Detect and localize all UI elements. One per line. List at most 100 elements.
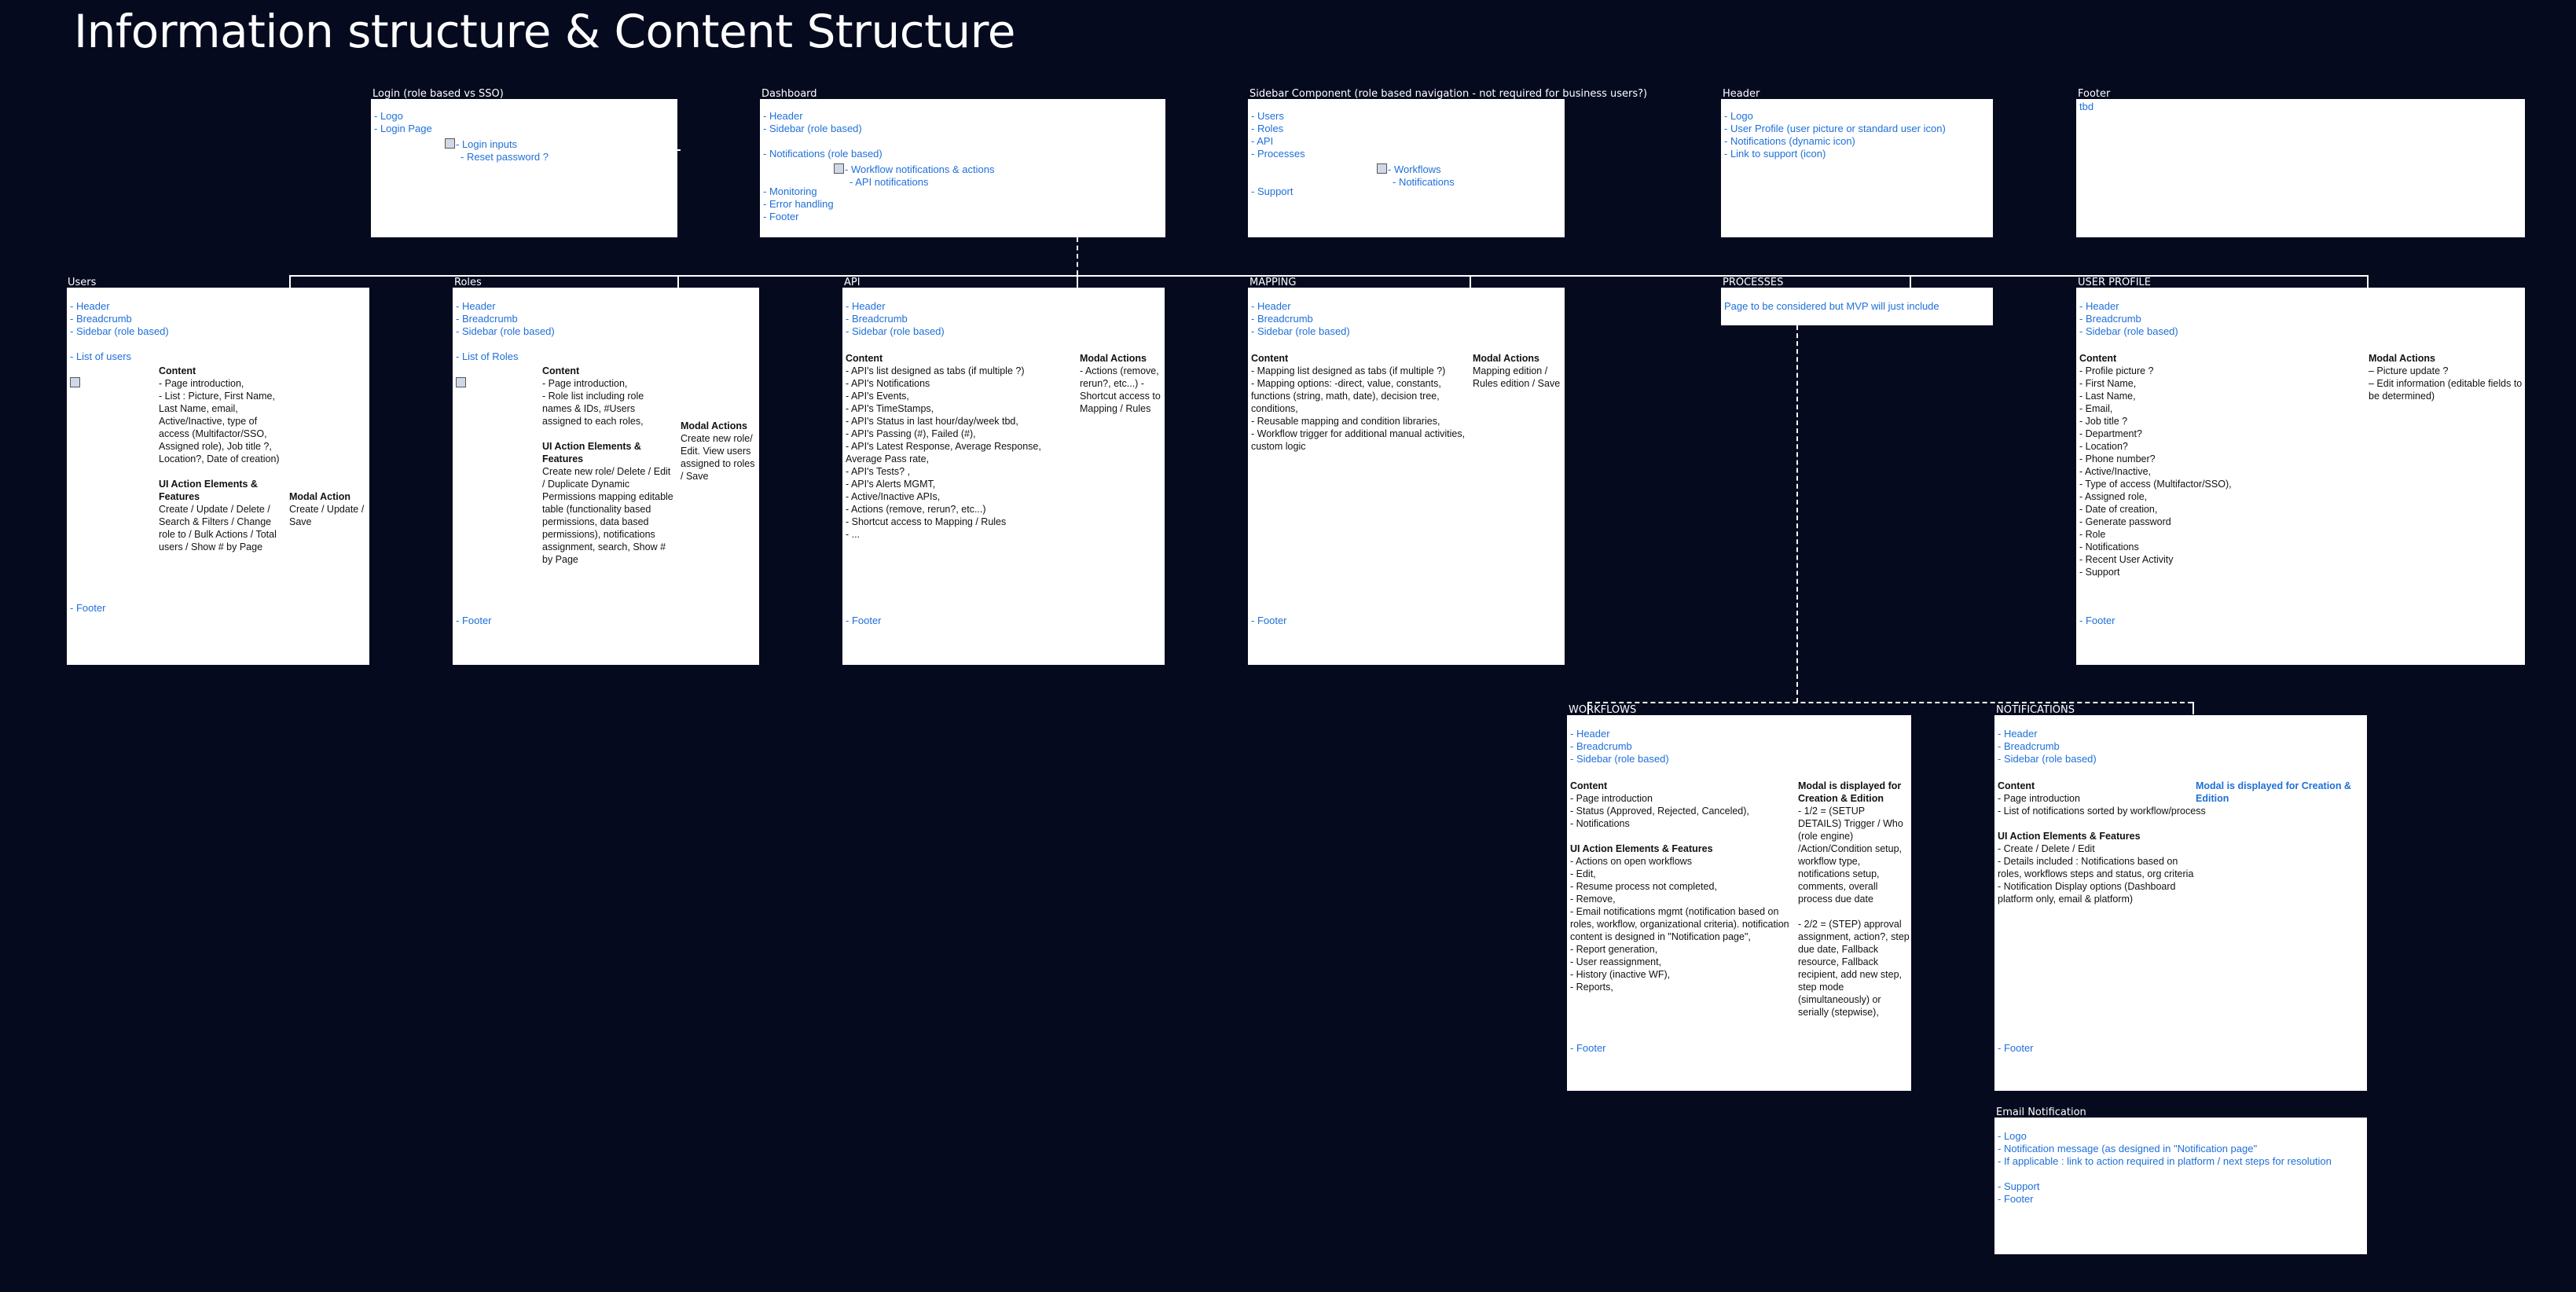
profile-modal-title: Modal Actions — [2369, 353, 2435, 364]
expand-icon — [456, 377, 466, 387]
header-label: Header — [1723, 88, 1760, 100]
mapping-modal-text: Mapping edition / Rules edition / Save — [1473, 365, 1561, 389]
api-modal-text: - Actions (remove, rerun?, etc...) - Sho… — [1080, 365, 1161, 414]
dashboard-line: - Monitoring — [763, 185, 817, 197]
users-list: - List of users — [70, 351, 132, 362]
connector-processes-down — [1796, 325, 1798, 703]
login-sub-line: - Reset password ? — [461, 151, 549, 163]
mapping-content-title: Content — [1251, 353, 1289, 364]
roles-header: - Header — [456, 300, 496, 312]
connector-login-tick — [676, 149, 681, 151]
workflows-ui-line: - Email notifications mgmt (notification… — [1570, 906, 1789, 942]
profile-content-line: - Last Name, — [2079, 391, 2136, 402]
mapping-box: - Header - Breadcrumb - Sidebar (role ba… — [1248, 288, 1565, 665]
api-content-line: - Shortcut access to Mapping / Rules — [846, 516, 1007, 527]
email-label: Email Notification — [1996, 1107, 2086, 1118]
notifications-ui-line: - Create / Delete / Edit — [1998, 843, 2095, 854]
header-line: - Link to support (icon) — [1724, 148, 1826, 160]
login-sub-line: - Login inputs — [456, 138, 518, 150]
roles-content-line: - Page introduction, — [542, 378, 628, 389]
workflows-content-title: Content — [1570, 780, 1608, 791]
profile-sidebar: - Sidebar (role based) — [2079, 325, 2178, 337]
profile-content-line: - Profile picture ? — [2079, 365, 2154, 376]
profile-content-line: - Notifications — [2079, 541, 2139, 552]
sidebar-line: - API — [1251, 135, 1274, 147]
roles-ui-title: UI Action Elements & Features — [542, 441, 641, 464]
roles-box: - Header - Breadcrumb - Sidebar (role ba… — [453, 288, 759, 665]
api-box: - Header - Breadcrumb - Sidebar (role ba… — [842, 288, 1165, 665]
mapping-content-line: - Mapping options: -direct, value, const… — [1251, 378, 1441, 414]
mapping-label: MAPPING — [1249, 277, 1297, 288]
footer-label: Footer — [2078, 88, 2111, 100]
users-content-line: - List : Picture, First Name, Last Name,… — [159, 391, 280, 464]
notifications-sidebar: - Sidebar (role based) — [1998, 753, 2097, 765]
profile-modal-line: – Picture update ? — [2369, 365, 2449, 376]
notifications-ui-line: - Details included : Notifications based… — [1998, 856, 2194, 879]
profile-content-line: - Email, — [2079, 403, 2113, 414]
workflows-ui-line: - Report generation, — [1570, 944, 1658, 955]
roles-sidebar: - Sidebar (role based) — [456, 325, 555, 337]
connector-top-bar — [289, 275, 2369, 277]
profile-content-title: Content — [2079, 353, 2117, 364]
users-box: - Header - Breadcrumb - Sidebar (role ba… — [67, 288, 369, 665]
users-footer: - Footer — [70, 602, 106, 614]
profile-content-line: - Role — [2079, 529, 2106, 540]
dashboard-notifications: - Notifications (role based) — [763, 148, 883, 160]
workflows-footer: - Footer — [1570, 1042, 1606, 1054]
processes-box: Page to be considered but MVP will just … — [1721, 288, 1993, 325]
api-sidebar: - Sidebar (role based) — [846, 325, 945, 337]
sidebar-support: - Support — [1251, 185, 1294, 197]
users-ui-text: Create / Update / Delete / Search & Filt… — [159, 504, 277, 552]
profile-footer: - Footer — [2079, 615, 2115, 626]
workflows-ui-title: UI Action Elements & Features — [1570, 843, 1713, 854]
workflows-modal-step1: - 1/2 = (SETUP DETAILS) Trigger / Who (r… — [1798, 806, 1903, 905]
connector-drop-mapping — [1470, 275, 1471, 288]
connector-drop-roles — [677, 275, 679, 288]
workflows-modal-step2: - 2/2 = (STEP) approval assignment, acti… — [1798, 919, 1910, 1018]
footer-box: tbd — [2076, 99, 2525, 237]
login-line: - Logo — [374, 110, 403, 122]
users-label: Users — [68, 277, 97, 288]
mapping-content-line: - Workflow trigger for additional manual… — [1251, 428, 1466, 452]
roles-content-title: Content — [542, 365, 580, 376]
notifications-content-line: - List of notifications sorted by workfl… — [1998, 806, 2206, 817]
profile-content-line: - Type of access (Multifactor/SSO), — [2079, 479, 2232, 490]
profile-content-line: - Generate password — [2079, 516, 2171, 527]
sidebar-component-box: - Users - Roles - API - Processes - Work… — [1248, 99, 1565, 237]
sidebar-line: - Roles — [1251, 123, 1284, 134]
email-line: - Logo — [1998, 1130, 2027, 1142]
notifications-header: - Header — [1998, 728, 2038, 740]
sidebar-sub-line: - Workflows — [1388, 163, 1441, 175]
email-line: - Footer — [1998, 1193, 2034, 1205]
roles-content-line: - Role list including role names & IDs, … — [542, 391, 644, 427]
sidebar-line: - Processes — [1251, 148, 1305, 160]
sidebar-line: - Users — [1251, 110, 1284, 122]
roles-modal-text: Create new role/ Edit. View users assign… — [681, 433, 755, 482]
api-content-line: - API's Status in last hour/day/week tbd… — [846, 416, 1018, 427]
api-content-line: - Actions (remove, rerun?, etc...) — [846, 504, 986, 515]
users-modal-title: Modal Action — [289, 491, 351, 502]
api-header: - Header — [846, 300, 886, 312]
profile-content-line: - Support — [2079, 567, 2120, 578]
notifications-breadcrumb: - Breadcrumb — [1998, 740, 2060, 752]
mapping-sidebar: - Sidebar (role based) — [1251, 325, 1350, 337]
header-line: - Logo — [1724, 110, 1753, 122]
api-content-line: - API's TimeStamps, — [846, 403, 934, 414]
roles-footer: - Footer — [456, 615, 492, 626]
workflows-header: - Header — [1570, 728, 1610, 740]
dashboard-label: Dashboard — [761, 88, 817, 100]
connector-drop-workflows — [1587, 702, 1589, 714]
profile-content-line: - Date of creation, — [2079, 504, 2158, 515]
profile-content-line: - Job title ? — [2079, 416, 2128, 427]
roles-modal-title: Modal Actions — [681, 420, 747, 431]
workflows-ui-line: - Edit, — [1570, 868, 1596, 879]
expand-icon — [70, 377, 80, 387]
users-breadcrumb: - Breadcrumb — [70, 313, 132, 325]
api-modal-title: Modal Actions — [1080, 353, 1147, 364]
mapping-breadcrumb: - Breadcrumb — [1251, 313, 1313, 325]
mapping-content-line: - Reusable mapping and condition librari… — [1251, 416, 1440, 427]
expand-icon — [1377, 163, 1387, 174]
profile-content-line: - Assigned role, — [2079, 491, 2148, 502]
profile-content-line: - First Name, — [2079, 378, 2137, 389]
login-label: Login (role based vs SSO) — [372, 88, 504, 100]
